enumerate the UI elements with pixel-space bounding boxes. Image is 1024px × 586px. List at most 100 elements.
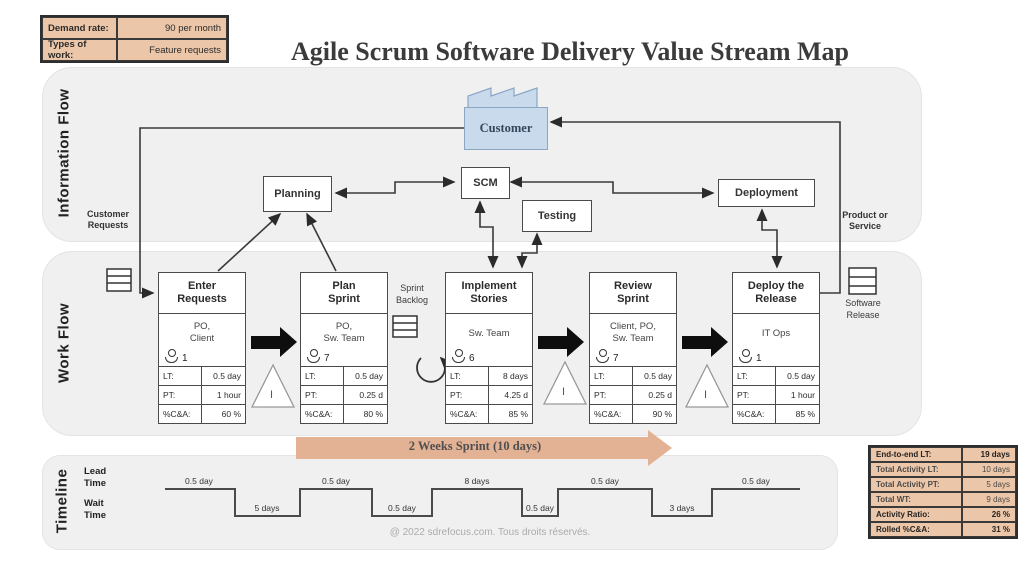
demand-rate-label: Demand rate: (42, 17, 117, 39)
lead-time-value: 0.5 day (185, 476, 213, 486)
person-icon (451, 349, 466, 364)
lt-value: 8 days (502, 371, 528, 381)
customer-box: Customer (464, 107, 548, 150)
pt-value: 1 hour (216, 390, 241, 400)
process-team: Sw. Team 6 (446, 314, 532, 366)
summary-value: 5 days (962, 477, 1016, 492)
process-metrics: LT:0.5 day PT:0.25 d %C&A:90 % (590, 366, 676, 423)
process-metrics: LT:0.5 day PT:1 hour %C&A:60 % (159, 366, 245, 423)
process-review-sprint: Review Sprint Client, PO, Sw. Team 7 LT:… (589, 272, 677, 424)
lead-time-value: 0.5 day (742, 476, 770, 486)
people-count: 6 (469, 353, 475, 364)
testing-implement-wire (516, 232, 543, 269)
ca-label: %C&A: (446, 405, 489, 423)
process-metrics: LT:0.5 day PT:0.25 d %C&A:80 % (301, 366, 387, 423)
types-of-work-label: Types of work: (42, 39, 117, 61)
process-title-text: Review Sprint (614, 280, 652, 305)
scm-box: SCM (461, 167, 510, 199)
lt-value: 0.5 day (355, 371, 383, 381)
team-name: IT Ops (761, 328, 791, 339)
process-title: Review Sprint (590, 273, 676, 314)
planning-scm-wire (334, 176, 456, 199)
wait-time-label: Wait Time (84, 498, 107, 522)
ca-label: %C&A: (733, 405, 776, 423)
summary-value: 19 days (962, 447, 1016, 462)
summary-value: 26 % (962, 507, 1016, 522)
software-release-label: Software Release (845, 298, 881, 320)
types-of-work-value: Feature requests (117, 39, 227, 61)
summary-value: 9 days (962, 492, 1016, 507)
ca-value: 60 % (221, 409, 241, 419)
push-arrows (251, 327, 728, 357)
ca-value: 85 % (508, 409, 528, 419)
ca-label: %C&A: (301, 405, 344, 423)
process-metrics: LT:0.5 day PT:1 hour %C&A:85 % (733, 366, 819, 423)
process-title-text: Plan Sprint (328, 280, 360, 305)
lead-time-value: 0.5 day (591, 476, 619, 486)
wait-time-value: 5 days (254, 503, 280, 513)
wait-time-value: 0.5 day (388, 503, 416, 513)
summary-label: Total Activity LT: (870, 462, 962, 477)
sprint-duration-arrow (296, 430, 672, 466)
software-release-icon (848, 267, 877, 295)
summary-value: 31 % (962, 522, 1016, 537)
product-or-service-label: Product or Service (842, 210, 888, 232)
demand-rate-value: 90 per month (117, 17, 227, 39)
pt-value: 0.25 d (648, 390, 672, 400)
lt-value: 0.5 day (644, 371, 672, 381)
process-team: Client, PO, Sw. Team 7 (590, 314, 676, 366)
inventory-triangle (542, 360, 588, 405)
process-plan-sprint: Plan Sprint PO, Sw. Team 7 LT:0.5 day PT… (300, 272, 388, 424)
summary-label: Rolled %C&A: (870, 522, 962, 537)
pt-label: PT: (590, 386, 633, 404)
sprint-backlog-icon (392, 315, 418, 338)
people-count: 7 (324, 353, 330, 364)
timeline-ladder (165, 488, 800, 517)
deployment-box: Deployment (718, 179, 815, 207)
lead-time-label: Lead Time (84, 466, 107, 490)
process-title-text: Deploy the Release (747, 280, 805, 305)
team-name: PO, Sw. Team (323, 321, 365, 344)
information-flow-label: Information Flow (55, 88, 73, 218)
page-title: Agile Scrum Software Delivery Value Stre… (291, 37, 849, 67)
inventory-triangles (250, 360, 730, 408)
sprint-duration-label: 2 Weeks Sprint (10 days) (408, 439, 542, 453)
process-team: PO, Sw. Team 7 (301, 314, 387, 366)
ca-label: %C&A: (159, 405, 202, 423)
inventory-triangle (684, 363, 730, 408)
product-service-wire (549, 116, 841, 294)
planning-box: Planning (263, 176, 332, 212)
pt-label: PT: (301, 386, 344, 404)
work-flow-label: Work Flow (55, 302, 73, 384)
scm-deployment-wire (509, 176, 715, 199)
summary-label: End-to-end LT: (870, 447, 962, 462)
team-name: Sw. Team (468, 328, 510, 339)
pt-value: 0.25 d (359, 390, 383, 400)
demand-table: Demand rate: 90 per month Types of work:… (40, 15, 229, 63)
factory-icon (467, 87, 538, 110)
push-arrow (682, 327, 728, 357)
process-enter-requests: Enter Requests PO, Client 1 LT:0.5 day P… (158, 272, 246, 424)
lt-value: 0.5 day (787, 371, 815, 381)
customer-requests-wire (139, 127, 464, 299)
lt-label: LT: (590, 367, 633, 385)
inventory-symbol: I (270, 389, 274, 401)
process-title: Deploy the Release (733, 273, 819, 314)
push-arrow (251, 327, 297, 357)
inventory-symbol: I (562, 386, 566, 398)
team-name: PO, Client (189, 321, 215, 344)
wait-time-value: 0.5 day (526, 503, 554, 513)
customer-requests-label: Customer Requests (86, 209, 129, 231)
process-deploy-release: Deploy the Release IT Ops 1 LT:0.5 day P… (732, 272, 820, 424)
people-count: 1 (756, 353, 762, 364)
people-count: 7 (613, 353, 619, 364)
summary-label: Total WT: (870, 492, 962, 507)
summary-value: 10 days (962, 462, 1016, 477)
wait-time-value: 3 days (669, 503, 695, 513)
lead-time-value: 0.5 day (322, 476, 350, 486)
process-title-text: Enter Requests (177, 280, 227, 305)
pt-label: PT: (446, 386, 489, 404)
process-title: Enter Requests (159, 273, 245, 314)
